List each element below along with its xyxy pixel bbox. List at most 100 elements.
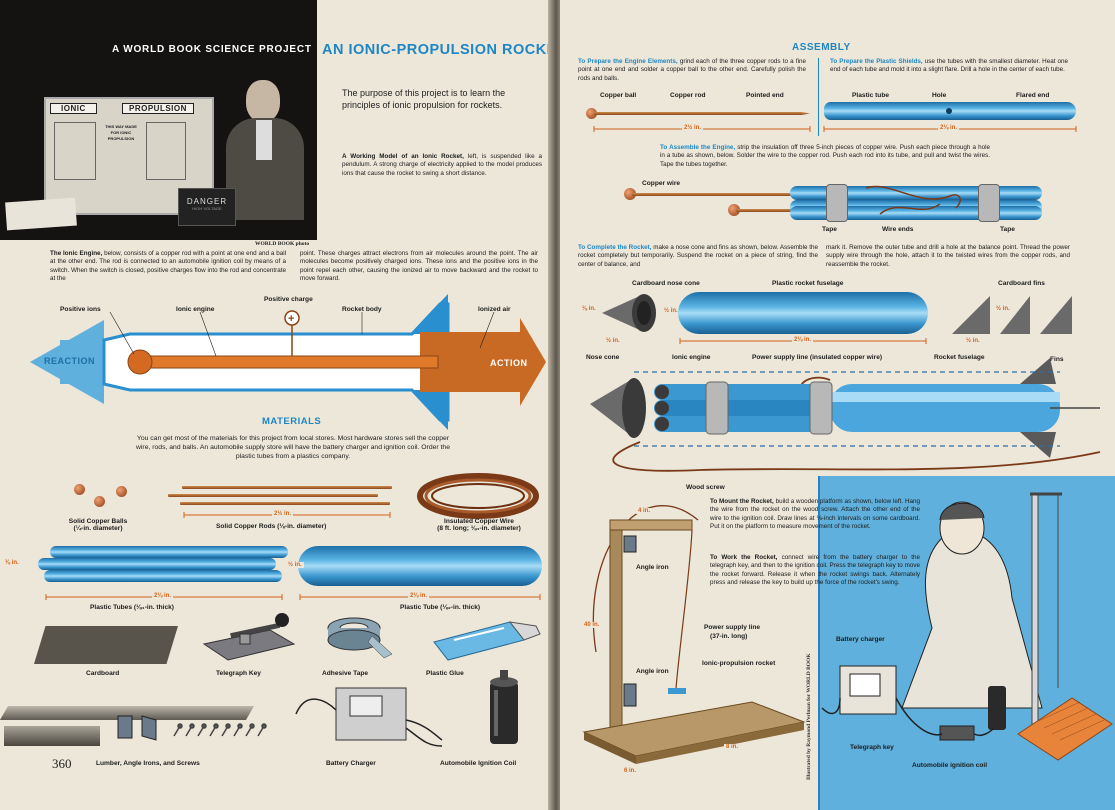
dim-40in: 40 in. <box>582 622 602 628</box>
left-page: IONIC PROPULSION THIS WAY MADE FOR IONIC… <box>0 0 552 810</box>
copper-ball <box>586 108 597 119</box>
label-copper-rod: Copper rod <box>670 92 706 99</box>
engine-text-col1: The Ionic Engine, below, consists of a c… <box>50 250 286 284</box>
engine-text-col2: point. These charges attract electrons f… <box>300 250 538 283</box>
model-caption: A Working Model of an Ionic Rocket, left… <box>342 153 542 178</box>
caption-balls-2: (¼-in. diameter) <box>73 525 123 532</box>
rods-dimension: 2½ in. <box>272 511 294 517</box>
caption-plastic-glue: Plastic Glue <box>426 670 464 677</box>
assembled-rocket <box>590 358 1101 472</box>
shield-dimension: 2⅛ in. <box>938 125 960 131</box>
complete-text-col2: mark it. Remove the outer tube and drill… <box>826 244 1070 268</box>
label-flared-end: Flared end <box>1016 92 1050 99</box>
label-wood-screw: Wood screw <box>686 484 725 491</box>
caption-lumber: Lumber, Angle Irons, and Screws <box>96 760 200 767</box>
caption-tubes: Plastic Tubes (⅛₄-in. thick) <box>90 604 174 611</box>
label-copper-wire: Copper wire <box>642 180 681 187</box>
complete-heading: To Complete the Rocket, <box>578 244 652 251</box>
copper-rod <box>632 193 792 196</box>
tubes-dim-w: 2⅛ in. <box>152 593 174 599</box>
board-label-left: IONIC <box>50 103 97 114</box>
label-action: ACTION <box>490 358 528 368</box>
presenter-head <box>246 80 280 122</box>
cardboard-sheet <box>34 626 178 664</box>
prep-shields-body: use the tubes with the smallest diameter… <box>830 58 1068 74</box>
danger-sign: DANGER <box>186 197 228 206</box>
danger-box: DANGER HIGH VOLTAGE <box>178 188 236 226</box>
page-number: 360 <box>52 756 72 771</box>
tube-dim-h: ½ in. <box>286 562 304 568</box>
prep-engine-heading: To Prepare the Engine Elements, <box>578 58 678 65</box>
label-fuselage-part: Plastic rocket fuselage <box>772 280 844 287</box>
ignition-coil-icon <box>490 670 518 744</box>
tape-band <box>978 184 1000 222</box>
leader-positive-ions <box>109 311 135 355</box>
positive-charge-symbol <box>284 310 300 326</box>
label-positive-ions: Positive ions <box>60 306 101 313</box>
label-power-wire-1: Power supply line <box>704 624 761 631</box>
engine-rod <box>139 355 439 369</box>
label-rocket-body: Rocket body <box>342 306 382 313</box>
dim-fuselage: 2⅛ in. <box>792 337 814 343</box>
board-panel-right <box>146 122 186 180</box>
banner: A WORLD BOOK SCIENCE PROJECT <box>112 44 312 55</box>
copper-rod <box>168 494 378 497</box>
twisted-wire-ends <box>865 185 961 215</box>
mount-heading: To Mount the Rocket, <box>710 498 774 505</box>
label-nose-cone-part: Cardboard nose cone <box>632 280 700 287</box>
shield-hole <box>946 108 952 114</box>
presenter-person <box>226 80 304 220</box>
prep-engine-body: grind each of the three copper rods to a… <box>578 58 806 82</box>
caption-wire-2: (8 ft. long; ⅛₄-in. diameter) <box>437 525 521 532</box>
adhesive-tape-icon <box>327 617 393 659</box>
label-battery-charger: Battery charger <box>836 636 885 643</box>
danger-sign-sub: HIGH VOLTAGE <box>192 206 222 211</box>
board-label-right: PROPULSION <box>122 103 194 114</box>
dim-4in: 4 in. <box>636 508 653 514</box>
label-wire-ends: Wire ends <box>882 226 914 233</box>
model-text: left, is suspended like a pendulum. A st… <box>342 153 543 177</box>
tube-dim-w: 2⅛ in. <box>408 593 430 599</box>
label-ionic-rocket: Ionic-propulsion rocket <box>702 660 776 667</box>
caption-balls-1: Solid Copper Balls <box>68 518 128 525</box>
engine-heading: The Ionic Engine, <box>50 250 103 257</box>
assemble-engine-body: strip the insulation off three 5-inch pi… <box>660 144 991 168</box>
label-tape-1: Tape <box>822 226 837 233</box>
copper-rod <box>736 209 796 212</box>
assembly-heading: ASSEMBLY <box>792 42 851 53</box>
label-ionic-engine: Ionic engine <box>672 354 711 361</box>
label-tape-2: Tape <box>1000 226 1015 233</box>
engine-ball <box>127 349 153 375</box>
board-panel-left <box>54 122 96 180</box>
rocket-fin-top <box>410 294 448 334</box>
working-scene <box>821 492 1113 761</box>
work-heading: To Work the Rocket, <box>710 554 778 561</box>
caption-ignition-coil: Automobile Ignition Coil <box>440 760 517 767</box>
engine-text-1: below, consists of a copper rod with a p… <box>50 250 286 283</box>
plastic-tube-small <box>44 570 282 582</box>
dim-cone-in: ½ in. <box>662 308 680 314</box>
label-copper-ball: Copper ball <box>600 92 637 99</box>
page-title: AN IONIC-PROPULSION ROCKET <box>322 42 552 58</box>
caption-wire-1: Insulated Copper Wire <box>444 518 514 525</box>
lumber-board-2 <box>4 726 100 746</box>
assemble-engine-heading: To Assemble the Engine, <box>660 144 736 151</box>
prep-shields-text: To Prepare the Plastic Shields, use the … <box>830 58 1068 75</box>
copper-ball <box>74 484 85 495</box>
ionic-engine-diagram: + <box>30 294 546 430</box>
label-power-wire-2: (37-in. long) <box>710 633 748 640</box>
prep-engine-text: To Prepare the Engine Elements, grind ea… <box>578 58 806 83</box>
right-page: ASSEMBLY To Prepare the Engine Elements,… <box>560 0 1115 810</box>
label-fins-part: Cardboard fins <box>998 280 1045 287</box>
work-copy: To Work the Rocket, connect wire from th… <box>710 554 920 588</box>
caption-tube: Plastic Tube (⅛₂-in. thick) <box>400 604 481 611</box>
complete-body-1: make a nose cone and fins as shown, belo… <box>578 244 818 268</box>
dim-cone-h: ⅛ in. <box>580 306 598 312</box>
label-pointed-end: Pointed end <box>746 92 784 99</box>
model-heading: A Working Model of an Ionic Rocket, <box>342 153 464 160</box>
caption-battery-charger: Battery Charger <box>326 760 376 767</box>
header-divider <box>818 58 819 136</box>
label-angle-iron-1: Angle iron <box>636 564 669 571</box>
dim-fin-w: ½ in. <box>964 338 982 344</box>
wooden-platform <box>582 505 806 764</box>
